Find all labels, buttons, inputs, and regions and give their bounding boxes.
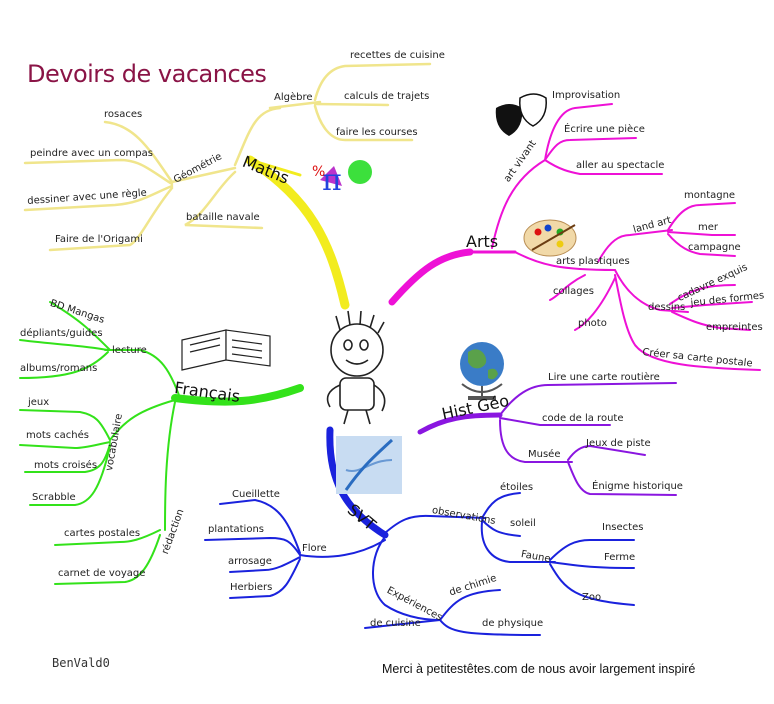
flore-item: Cueillette: [232, 489, 280, 500]
flore-item: plantations: [208, 524, 265, 535]
experiences-item: de physique: [482, 618, 544, 629]
vocabulaire-item: mots cachés: [26, 430, 89, 441]
hist-item: Lire une carte routière: [548, 372, 660, 383]
faune-item: Ferme: [604, 552, 636, 563]
observations-item: étoiles: [500, 482, 534, 493]
algebre-item: calculs de trajets: [344, 91, 430, 102]
palette-icon: [523, 219, 577, 257]
algebre-item: recettes de cuisine: [350, 50, 445, 61]
algebre-item: faire les courses: [336, 127, 418, 138]
dessins-label: dessins: [648, 302, 686, 313]
art-vivant-item: Improvisation: [552, 90, 621, 101]
maths-trunk: [245, 155, 350, 310]
geometrie-item: rosaces: [104, 109, 143, 120]
arts-plastiques-label: arts plastiques: [556, 256, 630, 267]
photo-label: photo: [578, 318, 607, 329]
dna-icon: [336, 436, 402, 494]
vocabulaire-item: mots croisés: [34, 460, 98, 471]
hist-trunk: [417, 412, 503, 435]
lecture-label: lecture: [112, 345, 147, 356]
redaction-item: carnet de voyage: [58, 568, 146, 579]
dessins-item: empreintes: [706, 322, 763, 333]
credit-text: Merci à petitestêtes.com de nous avoir l…: [382, 662, 696, 676]
maths-algebre-link: [233, 106, 282, 167]
hist-item: code de la route: [542, 413, 624, 424]
maths-symbols-icon: π %: [308, 158, 378, 198]
experiences-item: de cuisine: [370, 618, 421, 629]
flore-label: Flore: [302, 543, 327, 554]
flore-item: arrosage: [228, 556, 272, 567]
musee-item: Jeux de piste: [586, 438, 651, 449]
art-vivant-item: aller au spectacle: [576, 160, 665, 171]
land-art-item: montagne: [684, 190, 736, 201]
theatre-masks-icon: [495, 93, 547, 136]
globe-icon: [460, 342, 504, 400]
vocabulaire-item: jeux: [28, 397, 50, 408]
musee-item: Énigme historique: [592, 481, 683, 492]
svg-text:%: %: [312, 164, 325, 180]
book-icon: [181, 329, 271, 371]
maths-trunk-underline: [248, 158, 302, 177]
redaction-item: cartes postales: [64, 528, 141, 539]
maths-bataille-link: [184, 170, 264, 230]
lecture-item: albums/romans: [20, 363, 98, 374]
art-vivant-item: Écrire une pièce: [564, 124, 645, 135]
faune-item: Insectes: [602, 522, 644, 533]
page-title: Devoirs de vacances: [27, 60, 267, 88]
vocabulaire-item: Scrabble: [32, 492, 76, 503]
algebre-underline: [268, 100, 322, 110]
flore-item: Herbiers: [230, 582, 273, 593]
svg-text:π: π: [322, 163, 342, 198]
observations-item: soleil: [510, 518, 536, 529]
musee-label: Musée: [528, 449, 561, 460]
geometrie-item: peindre avec un compas: [30, 148, 153, 159]
algebre-label: Algèbre: [274, 92, 313, 103]
arts-trunk: [388, 248, 474, 306]
lecture-item: dépliants/guides: [20, 328, 103, 339]
geometrie-item: Faire de l'Origami: [55, 234, 143, 245]
author-signature: BenVald0: [52, 656, 110, 670]
collages-label: collages: [553, 286, 595, 297]
arts-label: Arts: [466, 232, 499, 251]
maths-geometrie-link: [170, 166, 237, 184]
bataille-label: bataille navale: [186, 212, 260, 223]
francais-trunk: [171, 384, 304, 406]
kid-character: [326, 310, 386, 425]
faune-item: Zoo: [582, 592, 602, 603]
land-art-item: mer: [698, 222, 719, 233]
land-art-item: campagne: [688, 242, 741, 253]
